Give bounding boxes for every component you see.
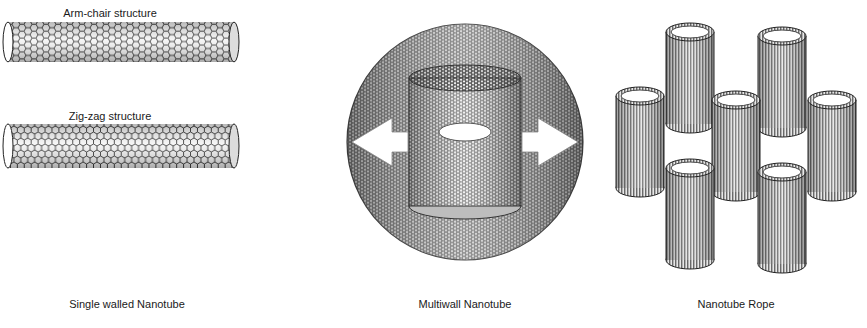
rope-tube-opening [717,94,755,106]
inner-top [409,65,521,91]
rope-tube-edge [806,172,807,264]
structure-label-box: Zig-zag structure [69,106,152,124]
figure-caption-box: Nanotube Rope [697,294,774,312]
structure-label-box: Arm-chair structure [63,3,157,21]
rope-tube-body [758,172,806,264]
rope-tube-body [616,96,664,188]
rope-tube [758,27,806,137]
inner-lattice [409,78,521,206]
figure-caption: Multiwall Nanotube [419,298,512,311]
rope-tube-edge [806,36,807,128]
rope-tube [666,159,714,269]
spacing-arrow [522,118,578,166]
rope-tube-rim [758,163,806,181]
tube-body [8,22,234,62]
rope-tube-body [712,100,760,192]
tube-shade [8,124,234,168]
tube-end [229,124,239,168]
rope-tube-body [758,36,806,128]
multiwall-tube [347,24,583,260]
structure-label: Zig-zag structure [69,110,152,123]
rope-tube [712,91,760,201]
rope-tube-edge [664,96,665,188]
tube-body [8,124,234,168]
tube-end [3,124,13,168]
rope-tube [666,23,714,133]
rope-tube-opening [813,94,851,106]
figure-caption-box: Single walled Nanotube [69,294,185,312]
spacing-arrow [352,118,408,166]
single-wall-tubes [3,22,239,168]
figure-caption: Nanotube Rope [697,298,774,311]
inner-shade [409,78,521,206]
rope-tube-shade [666,168,714,260]
tube-shade [8,22,234,62]
rope-tube-shade [808,100,856,192]
rope-tube-shade [712,100,760,192]
rope-tube [616,87,664,197]
inner-hole [439,123,491,141]
rope-tube-opening [671,26,709,38]
outer-wall-lattice [347,24,583,260]
rope-tube-edge [856,100,857,192]
tube-end [3,22,13,62]
rope-tube-body [808,100,856,192]
rope-tube-rim [758,27,806,45]
figure-caption: Single walled Nanotube [69,298,185,311]
rope-tube-edge [714,168,715,260]
rope-tube-rim [666,159,714,177]
rope-tube-edge [666,168,667,260]
rope-tube-edge [808,100,809,192]
tube-lattice [8,22,234,62]
rope-tube-opening [763,166,801,178]
outer-wall-shade [347,24,583,260]
tube [3,124,239,168]
rope-tube-edge [666,32,667,124]
rope-tube-edge [616,96,617,188]
tube-lattice [8,124,234,168]
rope-tube-shade [758,172,806,264]
rope-tube-rim [712,91,760,109]
tube [3,22,239,62]
rope-tube-shade [666,32,714,124]
figure-caption-box: Multiwall Nanotube [419,294,512,312]
rope-tube [758,163,806,273]
rope-tube-rim [616,87,664,105]
rope-tube-edge [758,172,759,264]
tube-end [229,22,239,62]
nanotube-rope [616,23,856,273]
rope-tube [808,91,856,201]
structure-label: Arm-chair structure [63,7,157,20]
rope-tube-shade [616,96,664,188]
rope-tube-rim [808,91,856,109]
rope-tube-rim [666,23,714,41]
rope-tube-opening [621,90,659,102]
rope-tube-body [666,32,714,124]
rope-tube-shade [758,36,806,128]
rope-tube-opening [763,30,801,42]
inner-body [409,78,521,206]
rope-tube-opening [671,162,709,174]
rope-tube-body [666,168,714,260]
outer-wall [347,24,583,260]
